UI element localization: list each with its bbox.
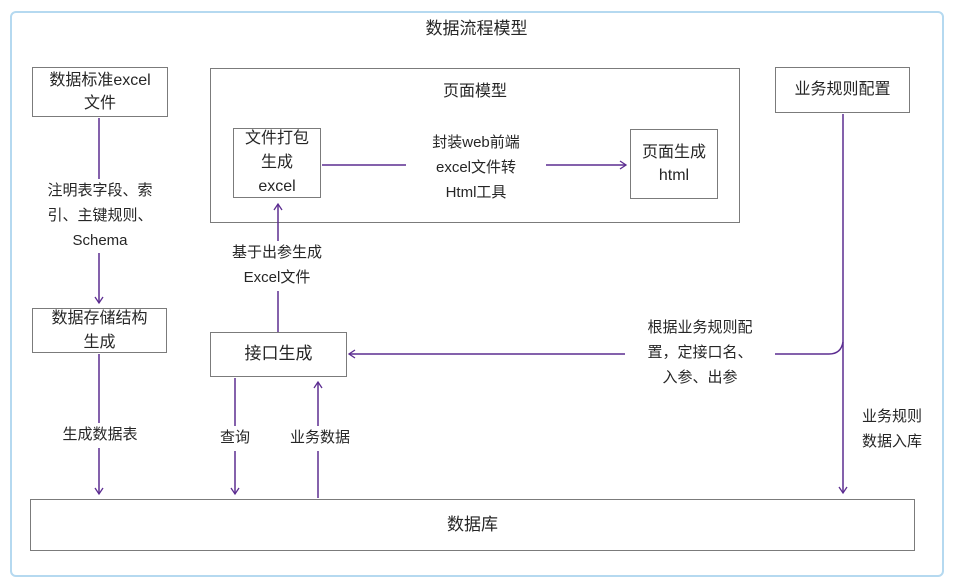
- node-data-standard-excel: 数据标准excel 文件: [32, 67, 168, 117]
- label-excel-from-output-params: 基于出参生成 Excel文件: [210, 241, 344, 291]
- node-file-pack-excel: 文件打包 生成 excel: [233, 128, 321, 198]
- label-web-excel-to-html-tool: 封装web前端 excel文件转 Html工具: [406, 131, 546, 206]
- label-business-data: 业务数据: [282, 426, 358, 451]
- node-page-gen-html: 页面生成 html: [630, 129, 718, 199]
- node-api-gen: 接口生成: [210, 332, 347, 377]
- label-schema-annotation: 注明表字段、索 引、主键规则、 Schema: [30, 179, 170, 254]
- node-page-model-container: 页面模型: [210, 68, 740, 223]
- label-rule-config-note: 根据业务规则配 置，定接口名、 入参、出参: [625, 316, 775, 391]
- label-rule-data-into-db: 业务规则 数据入库: [853, 405, 931, 455]
- label-query: 查询: [207, 426, 263, 451]
- node-biz-rule-config: 业务规则配置: [775, 67, 910, 113]
- diagram-title: 数据流程模型: [425, 19, 528, 38]
- label-generate-data-table: 生成数据表: [45, 423, 155, 448]
- page-model-title: 页面模型: [442, 83, 507, 100]
- node-storage-struct-gen: 数据存储结构 生成: [32, 308, 167, 353]
- node-database: 数据库: [30, 499, 915, 551]
- arrow-bizrule-to-apigen: [347, 341, 844, 359]
